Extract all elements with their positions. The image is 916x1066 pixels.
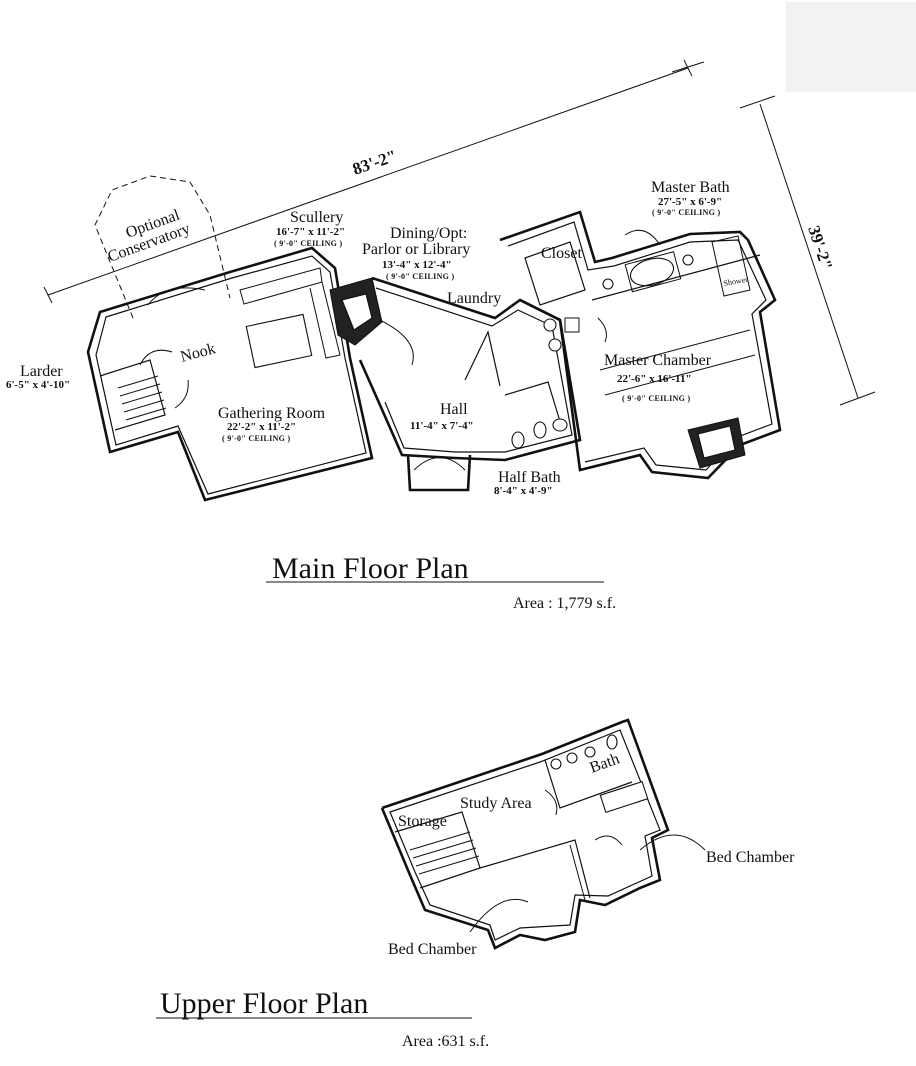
svg-text:16'-7" x 11'-2": 16'-7" x 11'-2": [276, 226, 345, 238]
center-wing-walls: [358, 276, 582, 492]
svg-text:Scullery: Scullery: [290, 209, 343, 226]
study-area-label: Study Area: [460, 795, 532, 812]
conservatory-label: Optional Conservatory: [106, 206, 193, 265]
overall-width-dimension-line: [43, 59, 705, 304]
master-fireplace: [687, 417, 746, 469]
upper-floor-plan: Bath Study Area Storage Bed Chamber Bed …: [156, 718, 795, 1050]
larder-stairs: [117, 375, 167, 421]
svg-text:Gathering Room: Gathering Room: [218, 405, 326, 422]
laundry-label: Laundry: [447, 290, 501, 307]
main-floor-area: Area : 1,779 s.f.: [513, 595, 616, 612]
svg-text:Hall: Hall: [440, 401, 468, 418]
svg-text:Larder: Larder: [20, 363, 63, 380]
svg-text:6'-5" x 4'-10": 6'-5" x 4'-10": [6, 379, 70, 391]
upper-floor-area: Area :631 s.f.: [402, 1033, 489, 1050]
scullery-label: Scullery 16'-7" x 11'-2" ( 9'-0" CEILING…: [274, 209, 345, 248]
svg-text:( 9'-0" CEILING ): ( 9'-0" CEILING ): [652, 208, 720, 217]
svg-text:( 9'-0" CEILING ): ( 9'-0" CEILING ): [222, 434, 290, 443]
main-floor-plan: 83'-2" 39'-2": [6, 59, 876, 612]
svg-text:( 9'-0" CEILING ): ( 9'-0" CEILING ): [622, 394, 690, 403]
overall-depth-label: 39'-2": [804, 223, 836, 272]
nook-label: Nook: [179, 340, 218, 366]
shower-label: Shower: [723, 275, 749, 288]
master-chamber-label: Master Chamber 22'-6" x 16'-11" ( 9'-0" …: [604, 352, 712, 403]
larder-label: Larder 6'-5" x 4'-10": [6, 363, 70, 391]
svg-text:22'-2" x 11'-2": 22'-2" x 11'-2": [227, 421, 296, 433]
kitchen-island: [245, 313, 313, 369]
svg-text:Half Bath: Half Bath: [498, 469, 561, 486]
svg-text:8'-4" x 4'-9": 8'-4" x 4'-9": [494, 485, 553, 497]
half-bath-label: Half Bath 8'-4" x 4'-9": [494, 469, 561, 497]
left-wing-walls: [86, 246, 374, 502]
main-floor-title: Main Floor Plan: [272, 552, 469, 585]
upper-floor-title: Upper Floor Plan: [160, 987, 368, 1020]
dining-label: Dining/Opt: Parlor or Library 13'-4" x 1…: [362, 225, 470, 281]
svg-text:11'-4" x 7'-4": 11'-4" x 7'-4": [410, 420, 474, 432]
right-wing-walls: [499, 210, 782, 480]
svg-text:27'-5" x 6'-9": 27'-5" x 6'-9": [658, 196, 722, 208]
storage-label: Storage: [398, 813, 447, 830]
bed-chamber-left-label: Bed Chamber: [388, 941, 477, 958]
closet-label: Closet: [541, 245, 582, 262]
svg-text:Parlor or Library: Parlor or Library: [362, 241, 470, 258]
svg-text:22'-6" x 16'-11": 22'-6" x 16'-11": [617, 373, 692, 385]
svg-text:( 9'-0" CEILING ): ( 9'-0" CEILING ): [386, 272, 454, 281]
svg-text:13'-4" x 12'-4": 13'-4" x 12'-4": [382, 259, 452, 271]
bed-chamber-right-label: Bed Chamber: [706, 849, 795, 866]
gathering-room-label: Gathering Room 22'-2" x 11'-2" ( 9'-0" C…: [218, 405, 326, 443]
svg-text:Master Chamber: Master Chamber: [604, 352, 712, 369]
upper-stairs: [409, 831, 480, 875]
upper-bath-tub: [599, 780, 649, 814]
hall-label: Hall 11'-4" x 7'-4": [410, 401, 474, 432]
svg-text:Master Bath: Master Bath: [651, 179, 730, 196]
overall-depth-dimension-line: [739, 95, 876, 406]
dining-fireplace: [329, 277, 383, 346]
master-bath-label: Master Bath 27'-5" x 6'-9" ( 9'-0" CEILI…: [651, 179, 730, 217]
master-bath-tub: [629, 257, 675, 287]
upper-floor-walls: [380, 718, 706, 950]
svg-text:Dining/Opt:: Dining/Opt:: [390, 225, 467, 242]
corner-gray-box: [786, 2, 916, 92]
svg-text:( 9'-0" CEILING ): ( 9'-0" CEILING ): [274, 239, 342, 248]
overall-width-label: 83'-2": [350, 146, 399, 179]
